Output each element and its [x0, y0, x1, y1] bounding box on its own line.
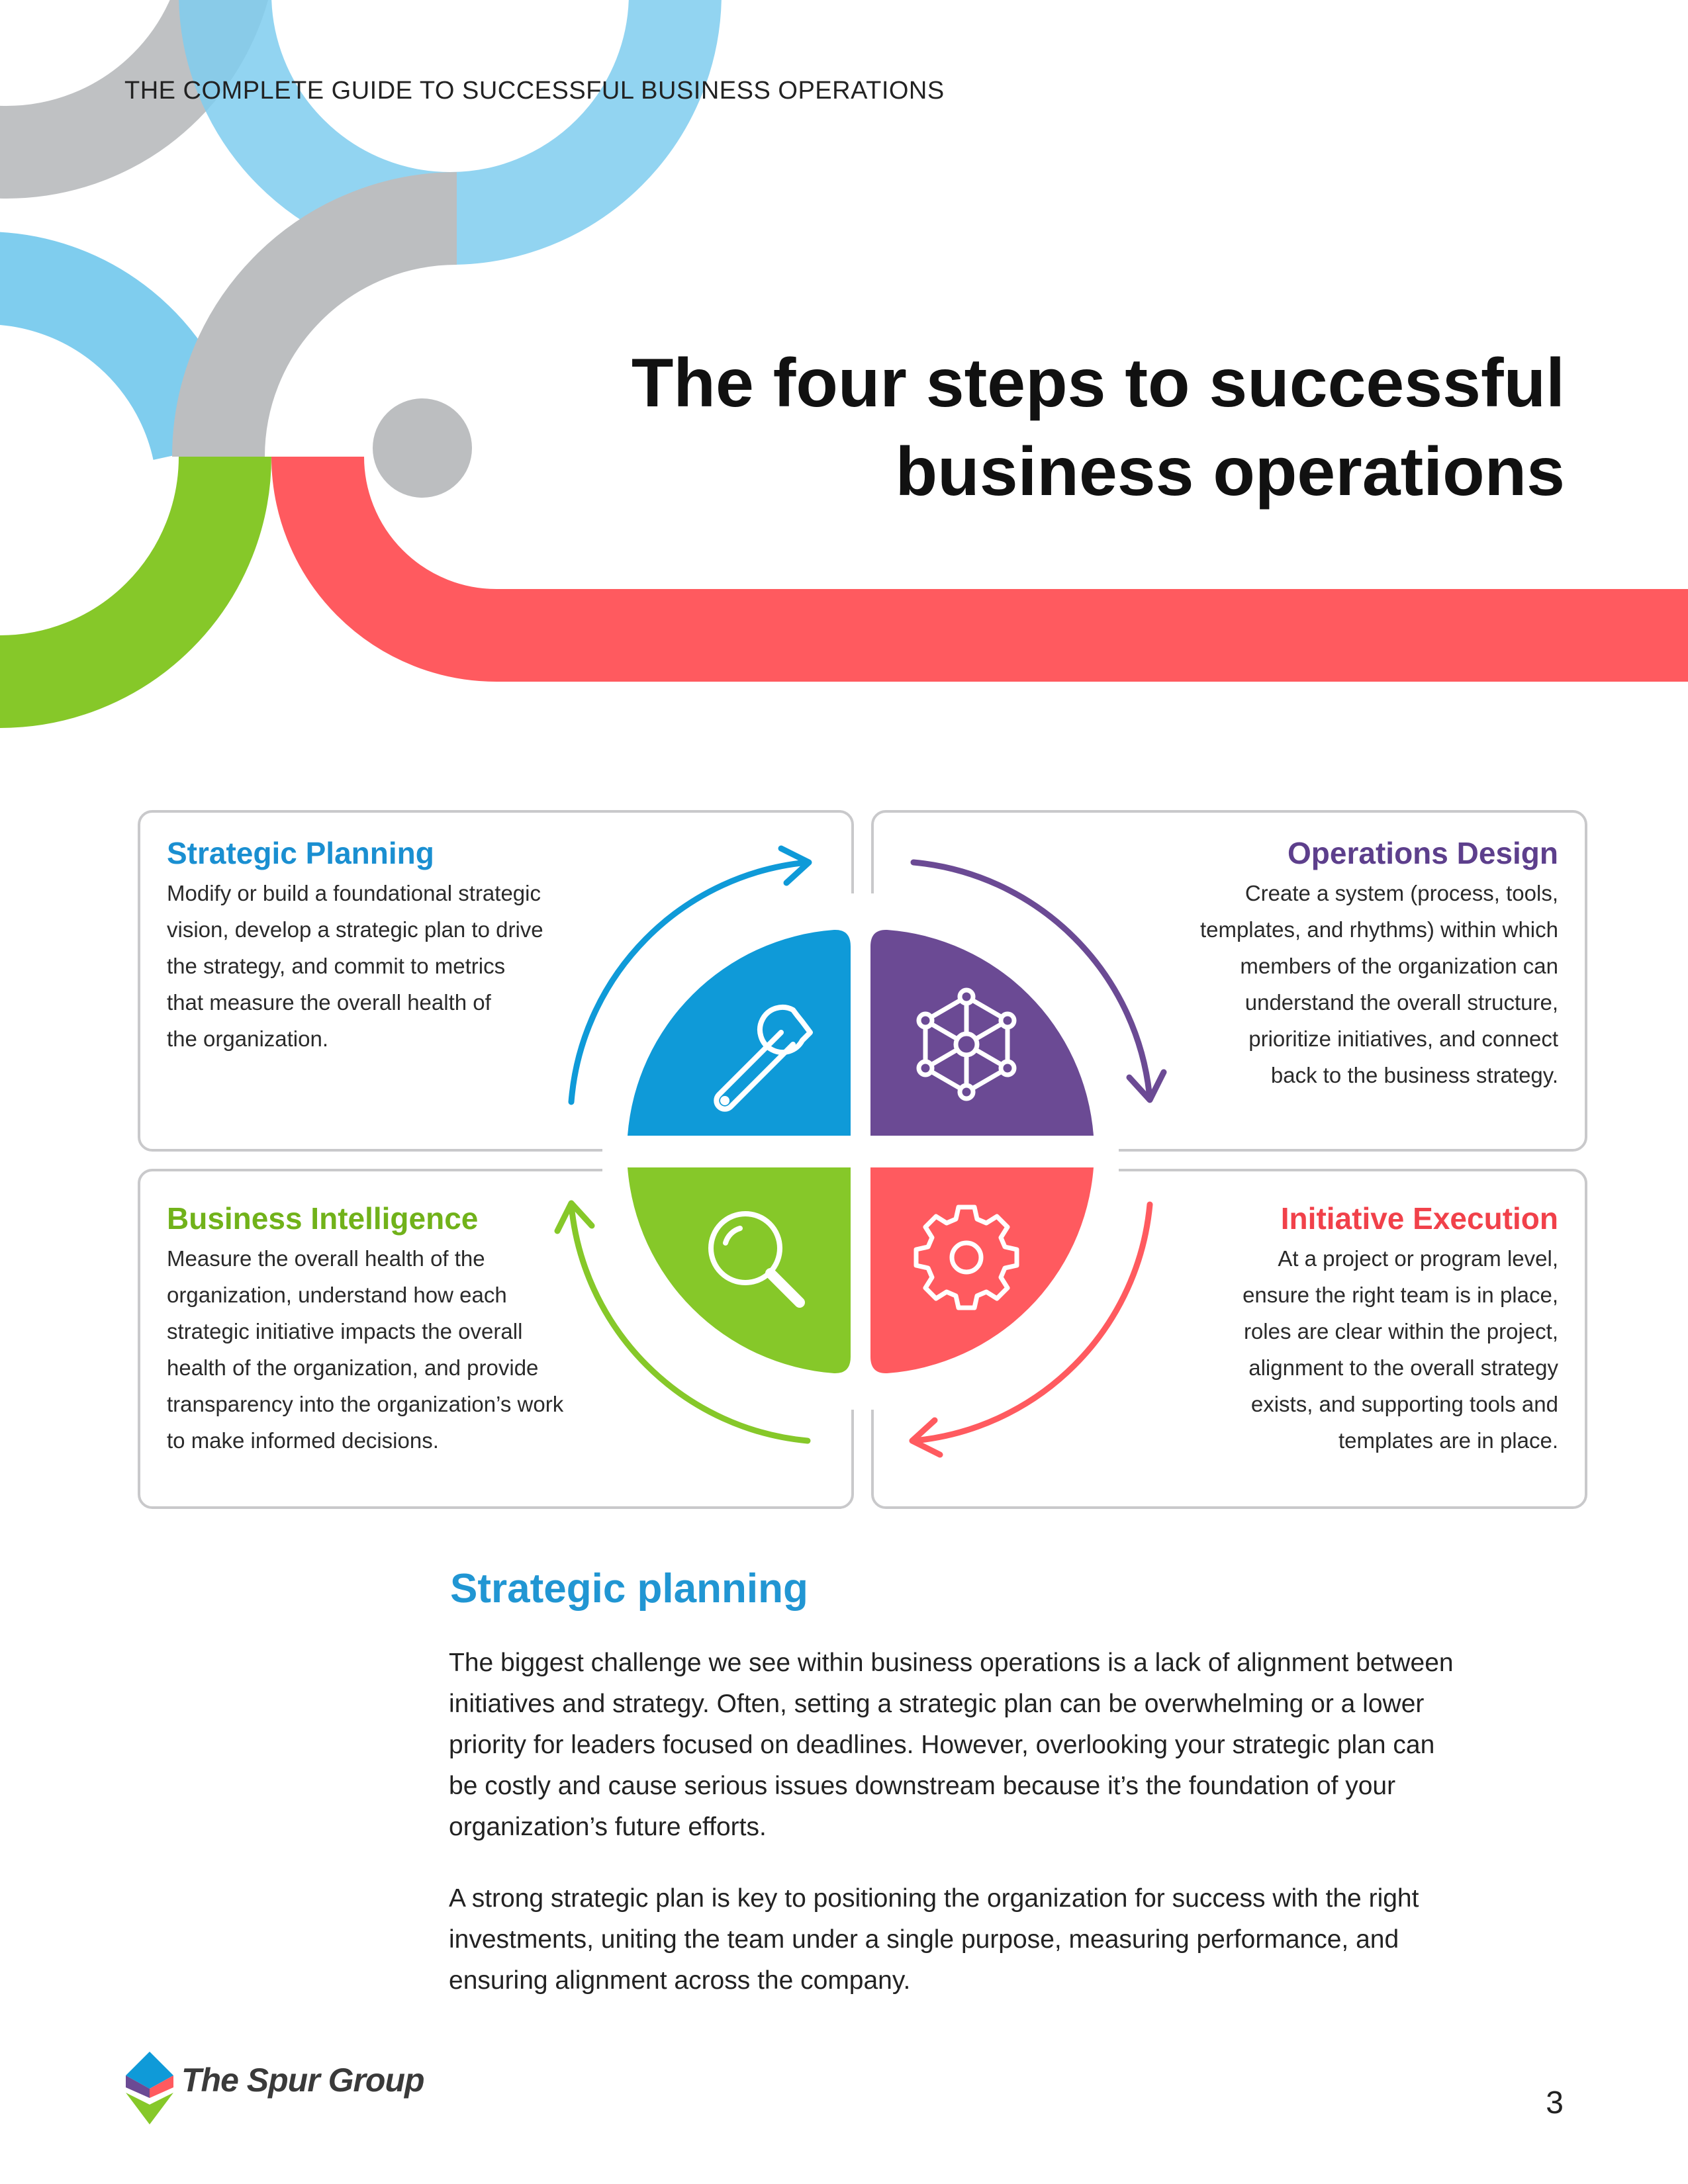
paragraph-1: The biggest challenge we see within busi…: [449, 1643, 1587, 1848]
arrow-red-head: [909, 1417, 943, 1458]
page-number: 3: [1546, 2085, 1564, 2120]
paragraph-line: investments, uniting the team under a si…: [449, 1925, 1399, 1954]
desc-line: ensure the right team is in place,: [1243, 1283, 1558, 1307]
gear-icon: [914, 1205, 1019, 1310]
paragraph-line: ensuring alignment across the company.: [449, 1966, 911, 1995]
desc-line: the strategy, and commit to metrics: [167, 954, 506, 978]
desc-line: At a project or program level,: [1278, 1246, 1558, 1271]
step-title-initiative-execution: Initiative Execution: [1280, 1201, 1558, 1236]
desc-line: templates are in place.: [1338, 1428, 1558, 1453]
step-desc-strategic-planning: Modify or build a foundational strategic…: [167, 875, 617, 1057]
desc-line: transparency into the organization’s wor…: [167, 1392, 564, 1416]
desc-line: Measure the overall health of the: [167, 1246, 485, 1271]
wrench-icon: [714, 1005, 813, 1112]
deco-blue-arc: [0, 232, 244, 461]
desc-line: alignment to the overall strategy: [1248, 1355, 1558, 1380]
step-title-strategic-planning: Strategic Planning: [167, 836, 434, 870]
quadrant-red: [870, 1167, 1094, 1374]
desc-line: understand the overall structure,: [1244, 990, 1558, 1015]
paragraph-2: A strong strategic plan is key to positi…: [449, 1878, 1587, 2001]
desc-line: members of the organization can: [1240, 954, 1558, 978]
desc-line: templates, and rhythms) within which: [1199, 917, 1558, 942]
deco-gray-ring: [0, 0, 268, 199]
quadrant-green: [628, 1167, 851, 1374]
desc-line: to make informed decisions.: [167, 1428, 439, 1453]
desc-line: vision, develop a strategic plan to driv…: [167, 917, 543, 942]
running-header: THE COMPLETE GUIDE TO SUCCESSFUL BUSINES…: [124, 77, 945, 105]
page-title-line-2: business operations: [895, 433, 1565, 510]
spur-logo-text: The Spur Group: [181, 2062, 425, 2099]
section-heading: Strategic planning: [450, 1566, 808, 1612]
magnifier-icon: [708, 1211, 805, 1308]
spur-logo-mark: [126, 2052, 173, 2124]
spur-group-logo: The Spur Group: [123, 2052, 425, 2128]
deco-gray-arc: [172, 172, 458, 458]
quadrant-blue: [628, 929, 851, 1136]
step-desc-initiative-execution: At a project or program level, ensure th…: [1095, 1240, 1558, 1459]
page-title: The four steps to successful business op…: [440, 339, 1565, 516]
desc-line: exists, and supporting tools and: [1250, 1392, 1558, 1416]
desc-line: roles are clear within the project,: [1243, 1319, 1558, 1343]
paragraph-line: be costly and cause serious issues downs…: [449, 1772, 1396, 1800]
arrow-blue-head: [778, 845, 812, 886]
page-title-line-1: The four steps to successful: [631, 345, 1565, 422]
step-title-business-intelligence: Business Intelligence: [167, 1201, 479, 1236]
desc-line: organization, understand how each: [167, 1283, 507, 1307]
paragraph-line: priority for leaders focused on deadline…: [449, 1731, 1435, 1759]
paragraph-line: A strong strategic plan is key to positi…: [449, 1884, 1419, 1913]
deco-gray-dot: [373, 398, 472, 498]
step-desc-business-intelligence: Measure the overall health of the organi…: [167, 1240, 643, 1459]
header-decoration: [0, 0, 1688, 728]
desc-line: Create a system (process, tools,: [1244, 881, 1558, 905]
desc-line: health of the organization, and provide: [167, 1355, 539, 1380]
deco-red-band: [271, 455, 1688, 682]
arrow-red-arc: [910, 1201, 1153, 1444]
desc-line: back to the business strategy.: [1270, 1063, 1558, 1087]
arrow-blue-arc: [568, 859, 811, 1105]
desc-line: the organization.: [167, 1026, 329, 1051]
desc-line: that measure the overall health of: [167, 990, 491, 1015]
paragraph-line: The biggest challenge we see within busi…: [449, 1649, 1454, 1677]
arrow-green-head: [554, 1200, 595, 1234]
arrow-purple-head: [1126, 1069, 1167, 1103]
paragraph-line: initiatives and strategy. Often, setting…: [449, 1690, 1425, 1718]
desc-line: prioritize initiatives, and connect: [1248, 1026, 1558, 1051]
cycle-backdrop: [602, 893, 1119, 1410]
cycle-diagram: [554, 845, 1167, 1458]
deco-green-arc: [0, 455, 271, 728]
network-icon: [916, 987, 1017, 1101]
desc-line: Modify or build a foundational strategic: [167, 881, 541, 905]
desc-line: strategic initiative impacts the overall: [167, 1319, 523, 1343]
arrow-purple-arc: [910, 859, 1153, 1102]
arrow-green-arc: [568, 1201, 811, 1444]
paragraph-line: organization’s future efforts.: [449, 1813, 767, 1841]
step-title-operations-design: Operations Design: [1288, 836, 1558, 870]
step-desc-operations-design: Create a system (process, tools, templat…: [1095, 875, 1558, 1093]
